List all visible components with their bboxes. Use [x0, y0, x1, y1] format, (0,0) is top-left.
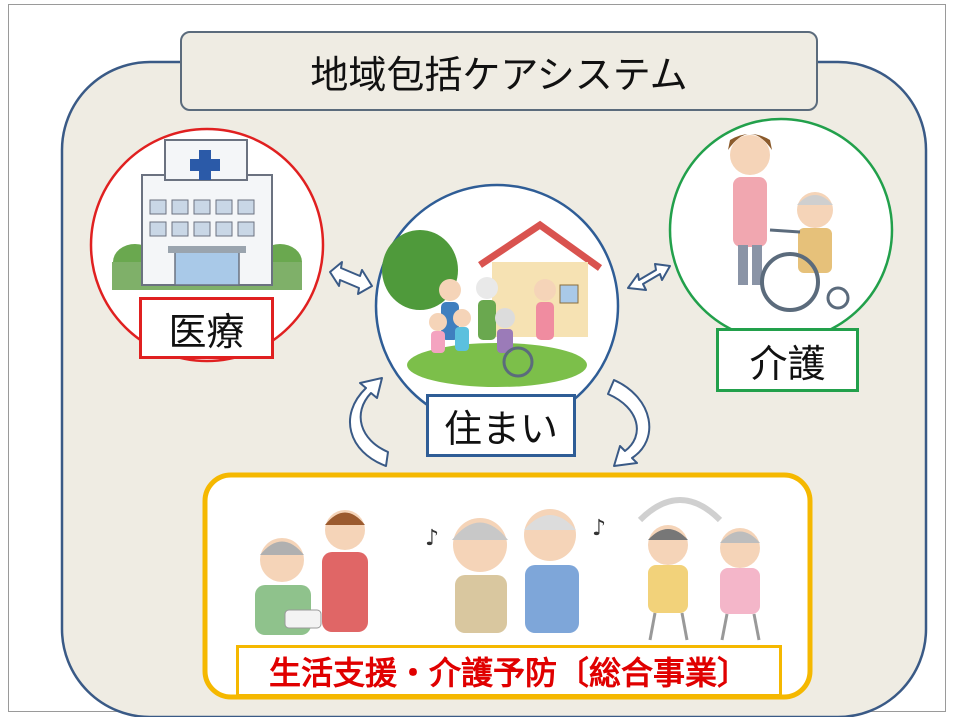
exercise-seniors-icon [637, 497, 761, 641]
care-node [668, 117, 894, 343]
care-label: 介護 [749, 341, 826, 386]
home-node [374, 183, 620, 429]
home-support-arrow [607, 379, 651, 467]
care-label-box: 介護 [716, 328, 859, 392]
connector-arrows [329, 261, 671, 467]
support-label: 生活支援・介護予防〔総合事業〕 [268, 654, 749, 692]
home-label: 住まい [443, 407, 558, 451]
caregiver-wheelchair-icon [728, 134, 850, 312]
medical-home-arrow [329, 261, 373, 295]
support-label-box: 生活支援・介護予防〔総合事業〕 [236, 645, 782, 697]
hospital-icon [112, 139, 302, 290]
svg-text:♪: ♪ [592, 516, 606, 541]
home-label-box: 住まい [426, 394, 576, 457]
support-home-arrow [349, 377, 389, 467]
medical-label-box: 医療 [139, 297, 274, 359]
home-care-arrow [627, 263, 671, 291]
singing-seniors-icon: ♪ ♪ [425, 509, 606, 633]
page-title: 地域包括ケアシステム [310, 52, 688, 97]
title-box: 地域包括ケアシステム [180, 31, 818, 111]
support-node: ♪ ♪ [202, 472, 813, 700]
medical-label: 医療 [168, 309, 245, 354]
family-house-icon [382, 220, 603, 387]
svg-text:♪: ♪ [425, 526, 439, 551]
meal-support-icon [255, 510, 368, 635]
